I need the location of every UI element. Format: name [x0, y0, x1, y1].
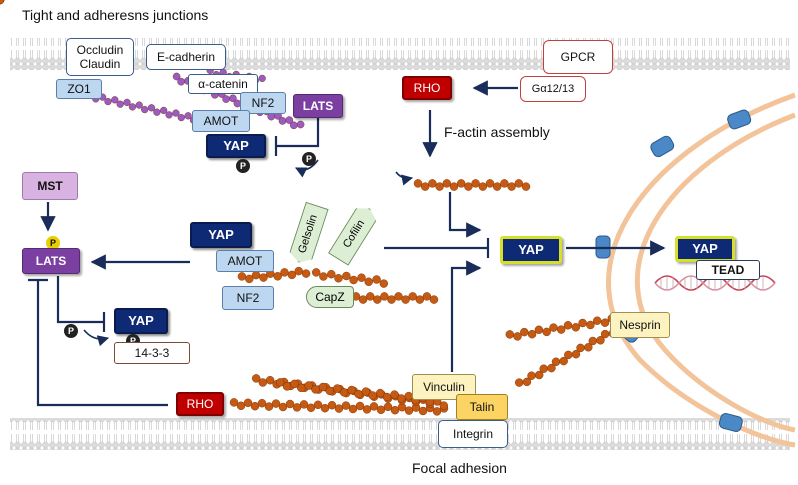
galpha-box: Gα12/13 — [520, 76, 586, 102]
yap-left-box: YAP — [114, 308, 168, 334]
actin-middle-b — [312, 268, 388, 288]
amot-top-box: AMOT — [192, 110, 250, 132]
zo1-box: ZO1 — [56, 79, 102, 99]
alpha-catenin-box: α-catenin — [188, 74, 258, 94]
yap-top-box: YAP — [206, 134, 266, 158]
phospho-mark-top-yap: P — [236, 159, 250, 173]
talin-box: Talin — [456, 394, 508, 420]
f-actin-assembly-label: F-actin assembly — [444, 124, 550, 140]
tead-box: TEAD — [696, 260, 760, 280]
junction-actin-b — [86, 90, 204, 124]
nesprin-box: Nesprin — [610, 312, 670, 338]
rho-bottom-box: RHO — [176, 392, 224, 416]
amot-middle-box: AMOT — [216, 250, 274, 272]
occludin-claudin-box: Occludin Claudin — [66, 38, 134, 76]
tight-junction-title: Tight and adheresns junctions — [22, 7, 209, 23]
nf2-middle-box: NF2 — [222, 286, 274, 310]
bottom-membrane — [10, 418, 790, 450]
gpcr-box: GPCR — [543, 40, 613, 74]
phospho-mark-top-free: P — [302, 152, 316, 166]
actin-nesprin-b — [515, 329, 617, 387]
yap-nucleus-box: YAP — [675, 236, 735, 262]
integrin-box: Integrin — [438, 420, 508, 448]
yap-center-box: YAP — [500, 236, 562, 264]
top-membrane — [10, 38, 790, 70]
focal-adhesion-label: Focal adhesion — [412, 460, 507, 476]
phospho-mark-lats: P — [46, 236, 60, 250]
actin-capz — [351, 292, 439, 304]
rho-top-box: RHO — [402, 76, 452, 100]
nf2-top-box: NF2 — [240, 92, 286, 114]
phospho-mark-left-free: P — [64, 324, 78, 338]
phospho-arrows — [83, 159, 414, 347]
lats-top-box: LATS — [293, 94, 343, 118]
lats-left-box: LATS — [22, 248, 80, 274]
mst-box: MST — [22, 172, 78, 200]
actin-bottom-a — [229, 398, 449, 416]
actin-monomer-2 — [0, 0, 5, 5]
capz-shape: CapZ — [306, 286, 354, 308]
yap-middle-box: YAP — [190, 222, 252, 248]
actin-assembly — [413, 179, 531, 191]
signaling-arrows — [28, 80, 666, 407]
protein-14-3-3-box: 14-3-3 — [114, 342, 190, 364]
e-cadherin-box: E-cadherin — [146, 44, 226, 70]
